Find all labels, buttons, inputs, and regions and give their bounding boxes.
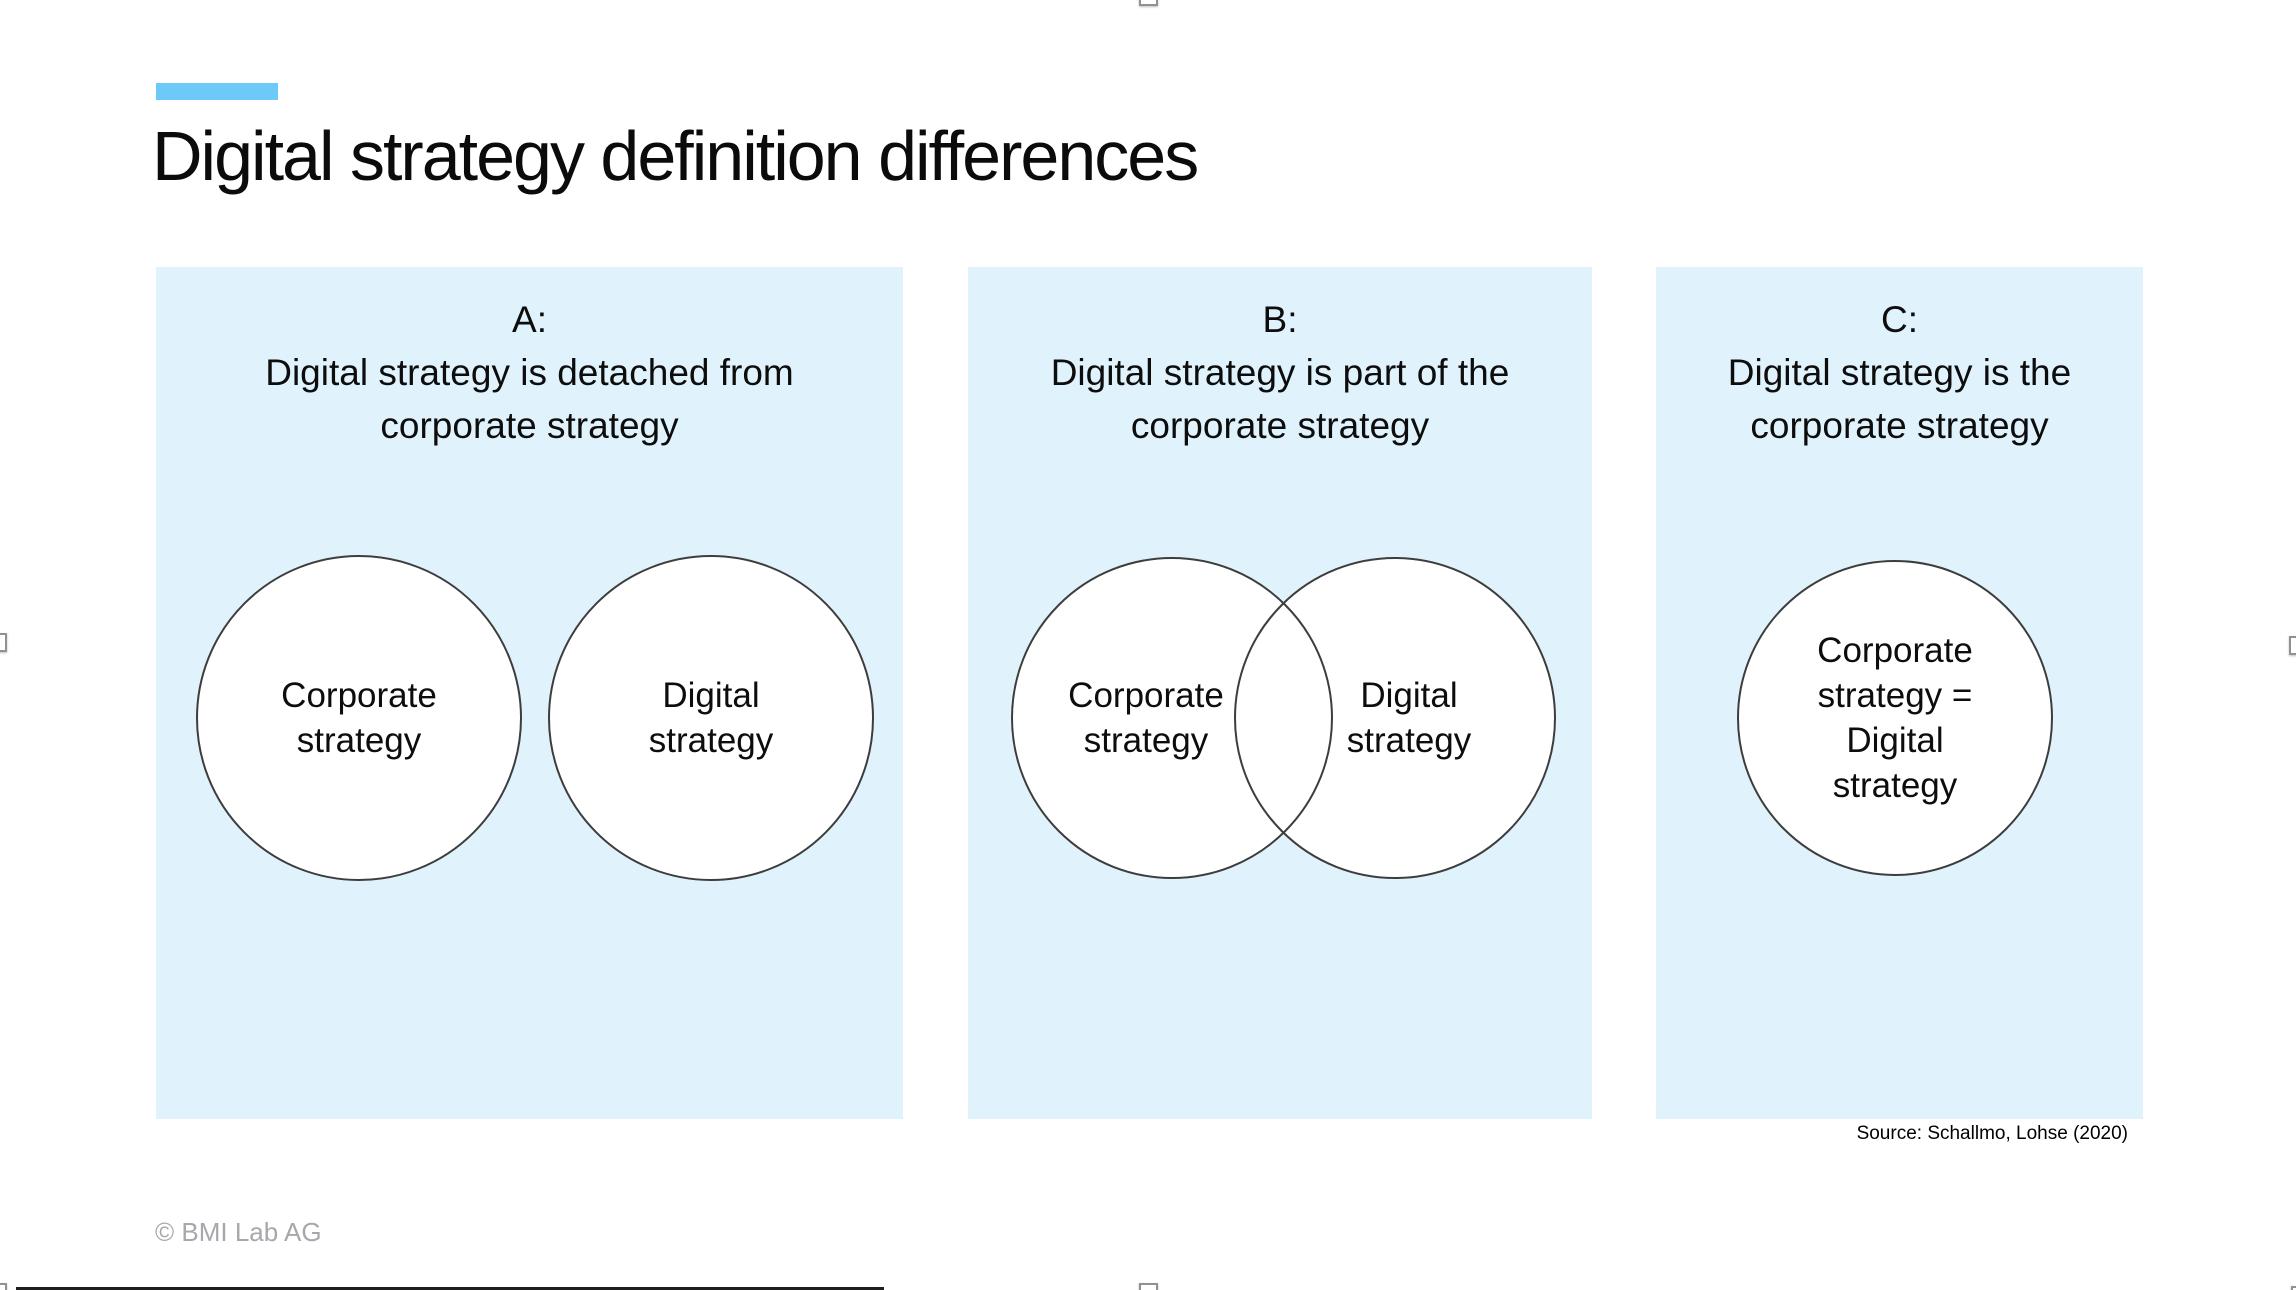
slide-title: Digital strategy definition differences — [152, 117, 1199, 195]
circle-corporate-equals-digital-label: Corporate strategy = Digital strategy — [1817, 631, 1973, 805]
window-edge-line — [16, 1287, 884, 1290]
selection-handle-bottom-right[interactable] — [2291, 1286, 2296, 1290]
circle-digital-strategy-b-label: Digital strategy — [1346, 676, 1472, 760]
panel-b-header: B: Digital strategy is part of the corpo… — [968, 267, 1592, 452]
copyright-footer: © BMI Lab AG — [155, 1217, 322, 1247]
selection-handle-top[interactable] — [1139, 0, 1158, 6]
panel-a-description: Digital strategy is detached from corpor… — [265, 352, 794, 446]
selection-handle-right[interactable] — [2289, 636, 2296, 655]
title-accent-bar — [156, 83, 278, 100]
selection-handle-left[interactable] — [0, 633, 7, 652]
panel-c-description: Digital strategy is the corporate strate… — [1727, 352, 2072, 446]
panel-b-description: Digital strategy is part of the corporat… — [1050, 352, 1510, 446]
panel-c-header: C: Digital strategy is the corporate str… — [1656, 267, 2143, 452]
panel-b-label: B: — [1262, 299, 1298, 340]
circle-corporate-strategy-a: Corporate strategy — [196, 555, 522, 881]
selection-handle-bottom-left[interactable] — [0, 1283, 7, 1290]
source-note: Source: Schallmo, Lohse (2020) — [1856, 1123, 2128, 1144]
selection-handle-bottom[interactable] — [1139, 1283, 1158, 1290]
panel-c: C: Digital strategy is the corporate str… — [1656, 267, 2143, 1119]
panel-a-label: A: — [512, 299, 547, 340]
panel-a: A: Digital strategy is detached from cor… — [156, 267, 903, 1119]
circle-corporate-strategy-b-label: Corporate strategy — [1068, 676, 1224, 760]
circle-digital-strategy-a: Digital strategy — [548, 555, 874, 881]
circle-corporate-strategy-b: Corporate strategy — [1011, 557, 1333, 879]
circle-corporate-strategy-a-label: Corporate strategy — [281, 676, 437, 760]
circle-digital-strategy-b: Digital strategy — [1234, 557, 1556, 879]
panel-c-label: C: — [1881, 299, 1918, 340]
panel-a-header: A: Digital strategy is detached from cor… — [156, 267, 903, 452]
panel-b: B: Digital strategy is part of the corpo… — [968, 267, 1592, 1119]
circle-digital-strategy-a-label: Digital strategy — [648, 676, 774, 760]
circle-corporate-equals-digital: Corporate strategy = Digital strategy — [1737, 560, 2053, 876]
